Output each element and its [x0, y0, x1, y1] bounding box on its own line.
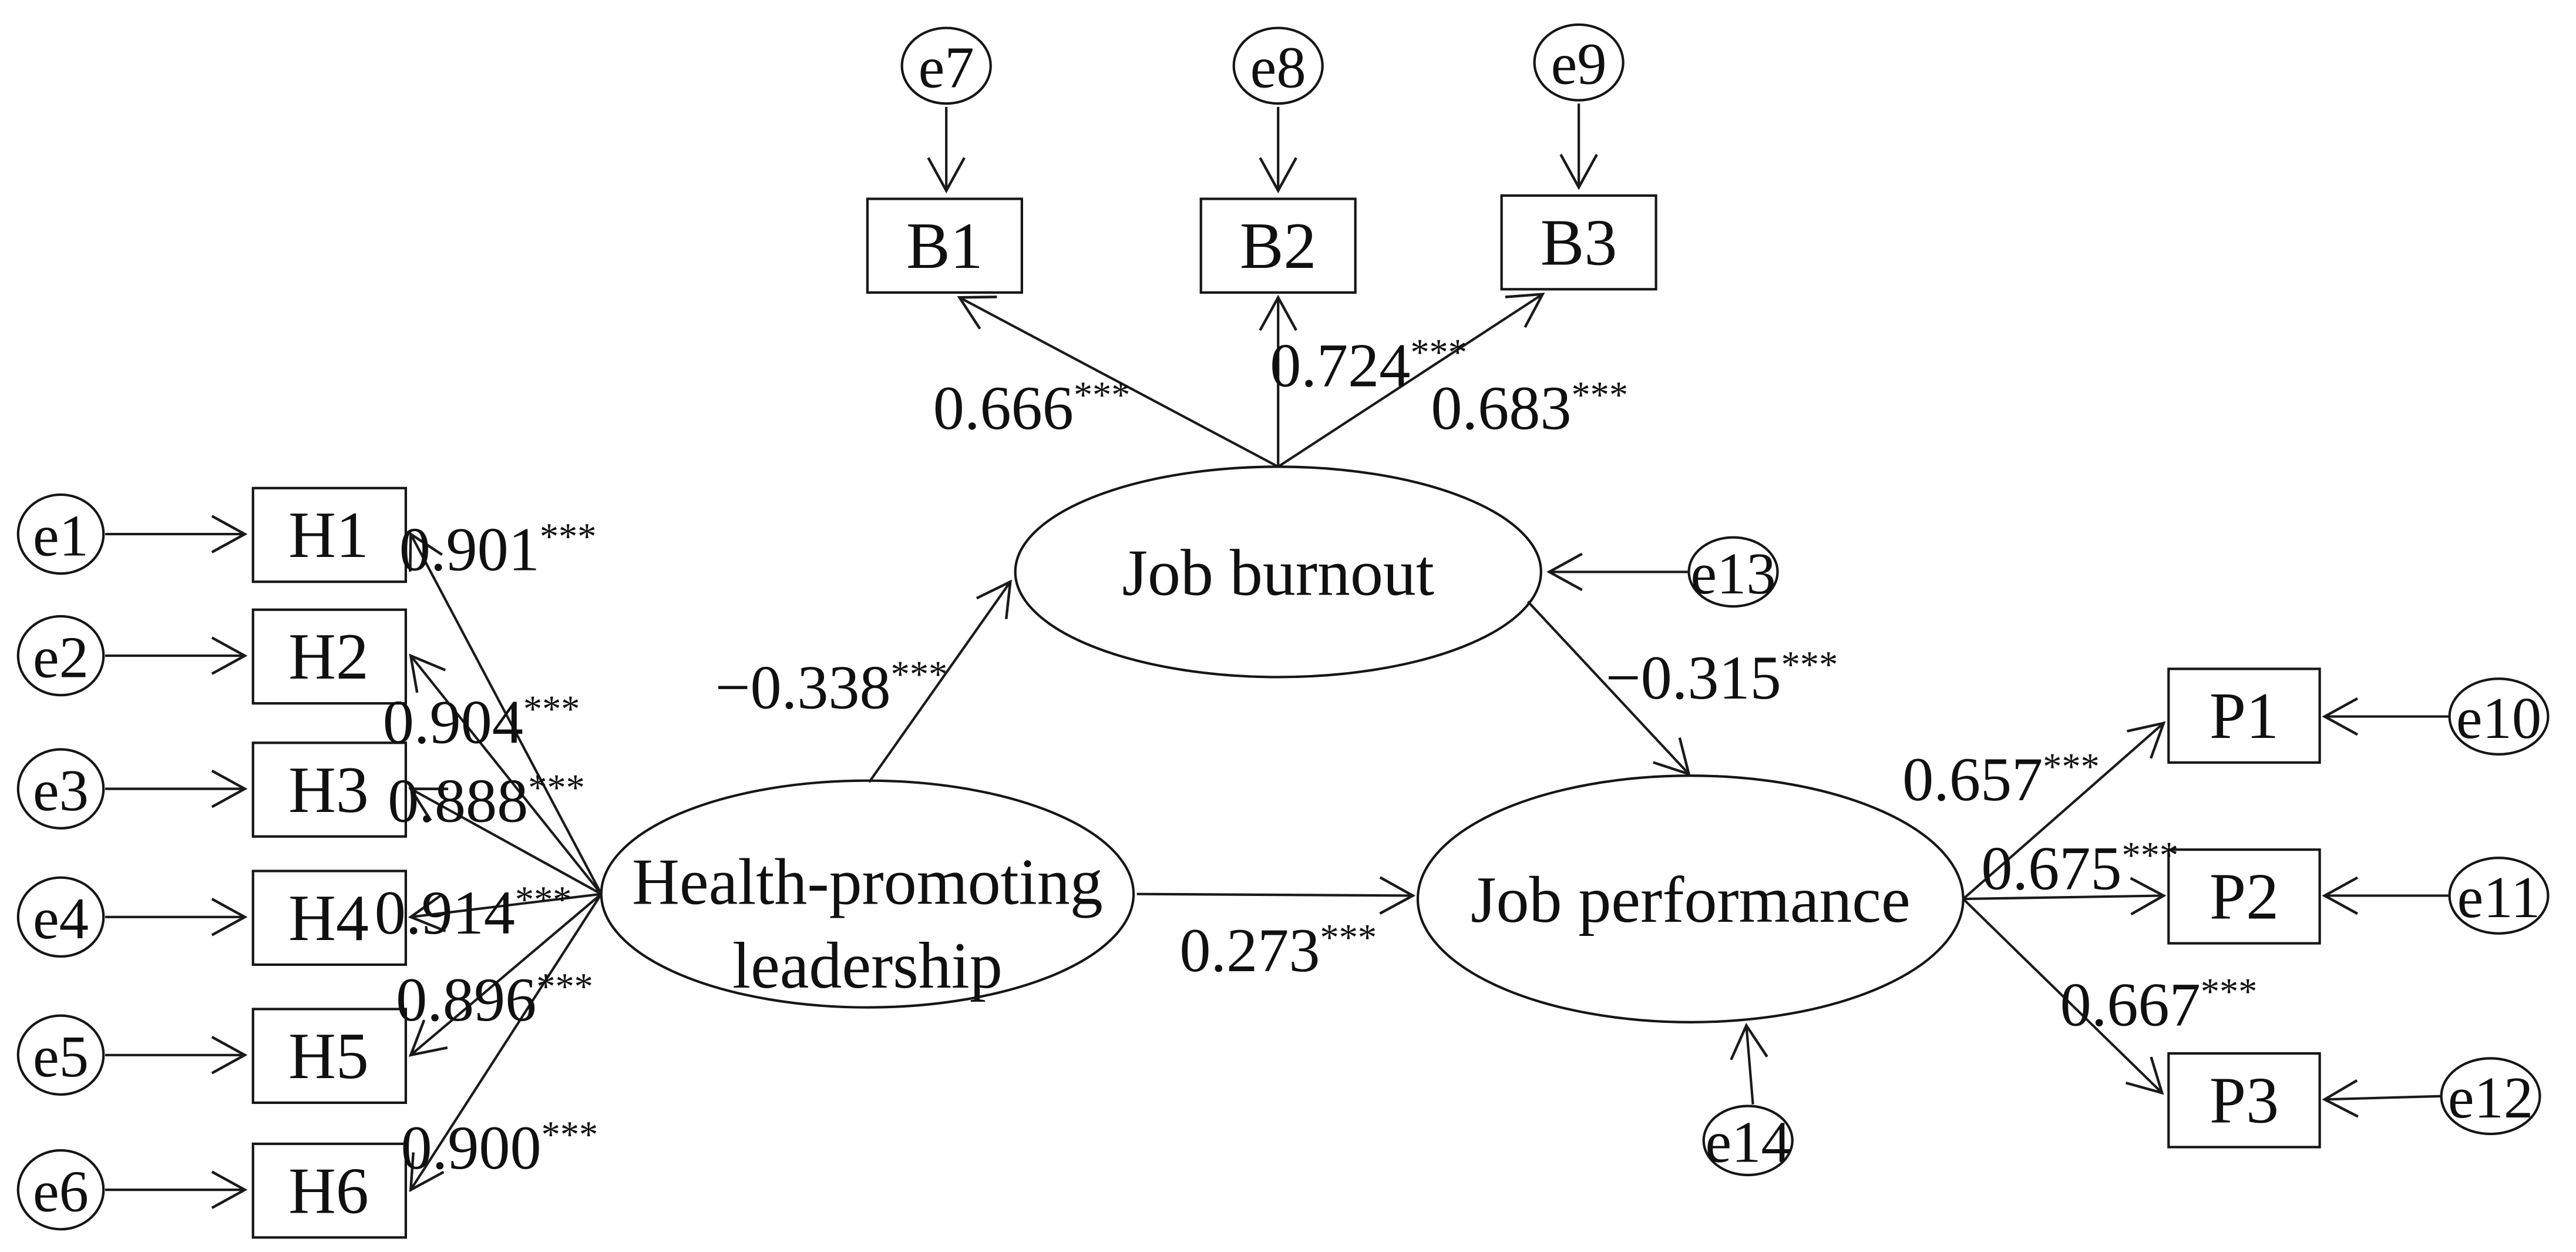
- coef-hpl-performance: 0.273***: [1179, 915, 1377, 985]
- observed-p3-box: [2167, 1052, 2321, 1149]
- loading-h6-label: 0.900***: [401, 1113, 598, 1182]
- path-burnout-to-performance: [1526, 600, 1691, 776]
- error-e3-label: e3: [33, 757, 89, 823]
- arrow-e12-to-p3: [2322, 1079, 2442, 1118]
- loading-h3-label: 0.888***: [388, 766, 585, 835]
- error-e9-label: e9: [1551, 31, 1607, 97]
- arrow-e14-to-performance: [1730, 1022, 1768, 1105]
- observed-h4-label: H4: [288, 882, 369, 955]
- loading-b3-label: 0.683***: [1431, 373, 1628, 442]
- observed-h3-label: H3: [288, 754, 369, 827]
- observed-h2-box: [251, 608, 408, 705]
- error-e7-circle: [900, 26, 992, 105]
- observed-h6-box: [251, 1142, 408, 1239]
- observed-h1-box: [251, 486, 408, 583]
- error-e5-circle: [16, 1014, 105, 1096]
- observed-h1-label: H1: [288, 499, 369, 572]
- loading-b2-label: 0.724***: [1270, 330, 1467, 400]
- burnout-measurement-model: e7 e8 e9 B1 B2 B3 0.666*** 0.724*** 0.68…: [866, 23, 1657, 468]
- observed-h6-label: H6: [288, 1154, 369, 1227]
- error-e12-label: e12: [2448, 1065, 2533, 1130]
- observed-b3-label: B3: [1541, 206, 1617, 279]
- loading-b1-label: 0.666***: [933, 373, 1131, 442]
- latent-performance-label: Job performance: [1471, 864, 1911, 937]
- error-e14-label: e14: [1706, 1109, 1791, 1175]
- error-e1-circle: [16, 493, 105, 575]
- path-hpl-to-h4: [408, 892, 602, 932]
- observed-h5-label: H5: [288, 1020, 369, 1093]
- loading-p1-label: 0.657***: [1902, 744, 2100, 814]
- path-hpl-to-burnout: [868, 579, 1012, 783]
- latent-burnout-ellipse: [1014, 465, 1542, 679]
- latent-hpl-label-line2: leadership: [732, 929, 1003, 1002]
- path-burnout-to-b3: [1277, 293, 1545, 468]
- path-hpl-to-h5: [408, 893, 603, 1057]
- loading-h1-label: 0.901***: [399, 515, 597, 584]
- error-e11-label: e11: [2457, 864, 2541, 930]
- latent-hpl-ellipse: [600, 779, 1135, 1009]
- observed-p2-label: P2: [2210, 861, 2279, 934]
- coef-hpl-burnout: −0.338***: [715, 653, 948, 722]
- path-performance-to-p3: [1962, 898, 2164, 1095]
- error-e2-label: e2: [33, 624, 89, 690]
- structural-paths: −0.338*** −0.315*** 0.273***: [715, 579, 1838, 985]
- error-e8-circle: [1232, 26, 1324, 105]
- path-performance-to-p2: [1963, 877, 2167, 916]
- hpl-measurement-model: e1 e2 e3 e4 e5 e6 H1 H2 H3 H4 H5 H6 0.90…: [16, 486, 603, 1239]
- observed-b3-box: [1500, 194, 1657, 291]
- error-e6-circle: [16, 1149, 105, 1231]
- error-e4-circle: [16, 876, 105, 958]
- observed-b2-label: B2: [1240, 210, 1317, 283]
- performance-measurement-model: P1 P2 P3 e10 e11 e12 0.657*** 0.675*** 0…: [1902, 667, 2550, 1149]
- latent-variables: Health-promoting leadership Job burnout …: [600, 465, 1965, 1023]
- observed-b2-box: [1199, 197, 1357, 294]
- observed-p1-box: [2167, 667, 2321, 764]
- observed-p1-label: P1: [2210, 680, 2279, 753]
- loading-p3-label: 0.667***: [2060, 969, 2258, 1039]
- error-e4-label: e4: [33, 885, 89, 951]
- error-e7-label: e7: [919, 34, 974, 100]
- path-hpl-to-h3: [408, 787, 602, 895]
- error-e9-circle: [1533, 23, 1625, 102]
- error-e10-label: e10: [2456, 685, 2541, 751]
- observed-p2-box: [2167, 848, 2321, 945]
- observed-h3-box: [251, 741, 408, 838]
- path-hpl-to-performance: [1136, 876, 1416, 915]
- error-e14-circle: [1702, 1105, 1794, 1177]
- error-e5-label: e5: [33, 1023, 89, 1089]
- error-e6-label: e6: [33, 1159, 89, 1224]
- observed-b1-box: [866, 197, 1023, 294]
- latent-error-terms: e13 e14: [1546, 536, 1794, 1177]
- loading-h5-label: 0.896***: [396, 965, 593, 1034]
- error-e3-circle: [16, 748, 105, 830]
- observed-b1-label: B1: [906, 210, 983, 283]
- path-performance-to-p1: [1962, 721, 2166, 900]
- observed-h2-label: H2: [288, 620, 369, 693]
- latent-burnout-label: Job burnout: [1122, 537, 1434, 610]
- path-hpl-to-h2: [409, 653, 603, 895]
- path-burnout-to-b1: [957, 296, 1279, 468]
- loading-h2-label: 0.904***: [383, 687, 580, 756]
- path-hpl-to-h6: [409, 893, 603, 1193]
- latent-hpl-label-line1: Health-promoting: [632, 845, 1103, 918]
- error-e1-label: e1: [33, 502, 89, 568]
- observed-h4-box: [251, 870, 408, 966]
- loading-p2-label: 0.675***: [1981, 833, 2178, 902]
- path-hpl-to-h1: [409, 531, 603, 895]
- observed-p3-label: P3: [2210, 1064, 2279, 1137]
- error-e13-label: e13: [1690, 541, 1775, 606]
- coef-burnout-performance: −0.315***: [1606, 643, 1838, 712]
- observed-h5-box: [251, 1008, 408, 1105]
- error-e8-label: e8: [1250, 34, 1306, 100]
- error-e2-circle: [16, 615, 105, 697]
- loading-h4-label: 0.914***: [375, 878, 572, 947]
